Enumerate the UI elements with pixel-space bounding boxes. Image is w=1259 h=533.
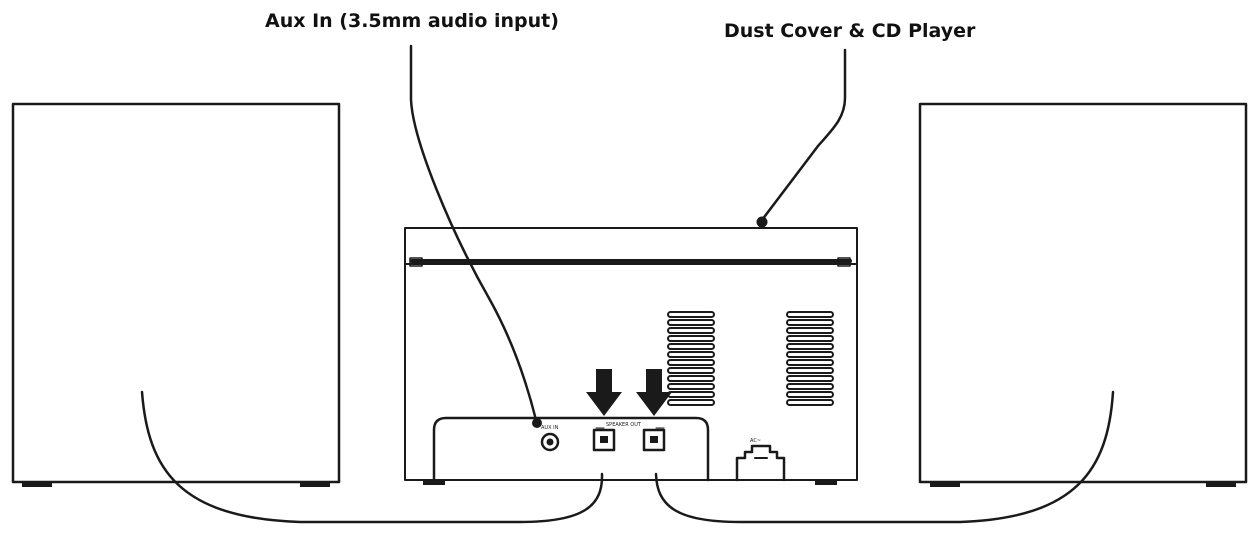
right-speaker	[918, 102, 1248, 487]
arrow-down-icon	[586, 369, 622, 416]
right-speaker-cable	[654, 390, 1115, 524]
left-speaker-cable	[140, 390, 604, 524]
speaker-out-left-jack	[592, 428, 616, 452]
vent-right	[786, 311, 834, 406]
ac-marking: AC~	[750, 438, 761, 444]
aux-in-label: Aux In (3.5mm audio input)	[265, 10, 559, 32]
vent-left	[667, 311, 715, 406]
aux-jack-marking: AUX IN	[541, 425, 559, 431]
ac-power-inlet: AC~	[735, 438, 786, 482]
aux-in-leader	[409, 44, 542, 428]
dust-cover-leader	[756, 48, 847, 228]
main-unit: AUX IN SPEAKER OUT AC~	[404, 227, 858, 485]
arrow-down-icon	[636, 369, 672, 416]
speaker-out-right-jack	[642, 428, 666, 452]
dust-cover-label: Dust Cover & CD Player	[724, 20, 976, 42]
aux-jack: AUX IN	[540, 425, 560, 452]
left-speaker	[11, 102, 341, 487]
speaker-out-marking: SPEAKER OUT	[606, 422, 642, 428]
